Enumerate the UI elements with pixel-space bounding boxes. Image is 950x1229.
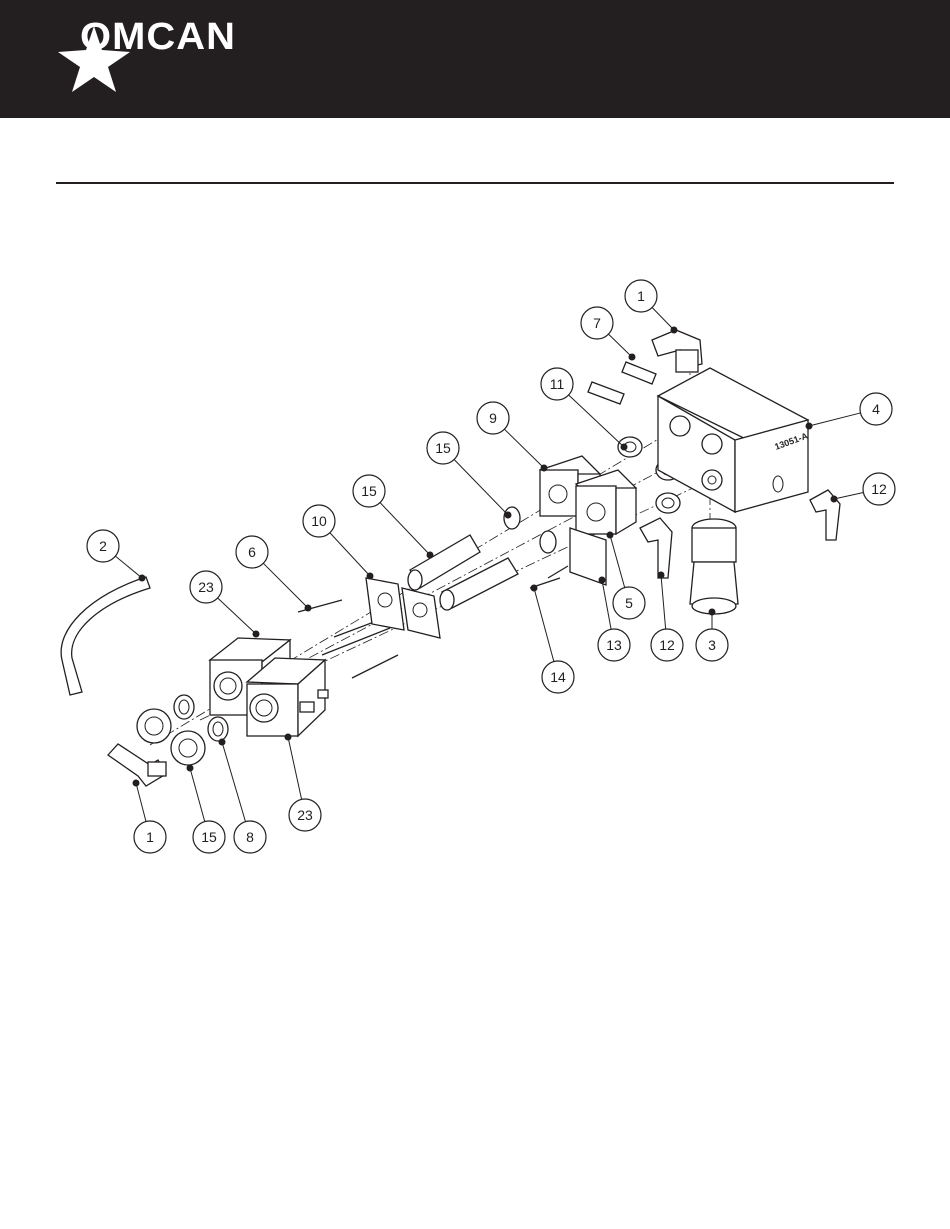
leader-line (610, 535, 625, 588)
callout-c15-c: 15 (187, 765, 226, 854)
leader-dot (599, 577, 606, 584)
leader-line (504, 429, 544, 468)
callout-c14: 14 (531, 585, 575, 694)
leader-line (602, 580, 611, 629)
leader-dot (629, 354, 636, 361)
leader-line (380, 503, 430, 555)
leader-dot (133, 780, 140, 787)
leader-dot (671, 327, 678, 334)
callout-label: 4 (872, 401, 880, 417)
leader-line (330, 533, 370, 576)
leader-dot (187, 765, 194, 772)
knurled-nut-part-front (171, 731, 205, 765)
leader-dot (658, 572, 665, 579)
pin-parts (588, 362, 656, 404)
hose-barb-part (690, 519, 738, 614)
callout-label: 15 (435, 440, 451, 456)
leader-dot (505, 512, 512, 519)
callout-label: 14 (550, 669, 566, 685)
washer-part-front (208, 717, 228, 741)
callout-c4: 4 (806, 393, 893, 430)
callout-c1-top: 1 (625, 280, 678, 334)
callout-c23-top: 23 (190, 571, 260, 638)
callout-c15-b: 15 (353, 475, 434, 559)
leader-line (454, 459, 508, 515)
callout-c3: 3 (696, 609, 728, 662)
leader-line (652, 307, 674, 330)
callout-label: 11 (550, 376, 565, 392)
bracket-screw-parts (530, 566, 568, 588)
page-header: OMCAN (0, 0, 950, 118)
leader-line (222, 742, 245, 822)
bracket-part (570, 528, 606, 585)
leader-dot (531, 585, 538, 592)
leader-line (190, 768, 205, 822)
leader-dot (285, 734, 292, 741)
leader-dot (806, 423, 813, 430)
hose-part (61, 577, 150, 695)
callout-c15-a: 15 (427, 432, 512, 519)
callout-label: 23 (198, 579, 214, 595)
callout-c2: 2 (87, 530, 146, 582)
exploded-parts-diagram: 13051-A 1 7 11 4 9 15 12 15 10 2 6 23 5 13 12 3 14 23 1 15 8 (0, 250, 950, 870)
washer-part-rear (174, 695, 194, 719)
callout-c23-bottom: 23 (285, 734, 322, 832)
knurled-nut-part-rear (137, 709, 171, 743)
callout-label: 7 (593, 315, 601, 331)
leader-dot (621, 444, 628, 451)
leader-dot (219, 739, 226, 746)
leader-dot (831, 496, 838, 503)
callout-label: 10 (311, 513, 327, 529)
callout-label: 13 (606, 637, 622, 653)
barb-elbow-part-bottom (640, 518, 672, 578)
leader-dot (253, 631, 260, 638)
callout-c9: 9 (477, 402, 548, 472)
header-divider (56, 182, 894, 184)
leader-dot (427, 552, 434, 559)
leader-line (534, 588, 554, 662)
mounting-plate-part-rear (366, 578, 404, 630)
leader-dot (139, 575, 146, 582)
leader-line (115, 556, 142, 578)
callout-label: 6 (248, 544, 256, 560)
leader-dot (367, 573, 374, 580)
callout-c1-bottom: 1 (133, 780, 167, 854)
leader-dot (607, 532, 614, 539)
leader-dot (709, 609, 716, 616)
leader-line (136, 783, 146, 822)
callout-label: 5 (625, 595, 633, 611)
callout-label: 15 (361, 483, 377, 499)
callout-label: 1 (146, 829, 154, 845)
callout-c7: 7 (581, 307, 636, 361)
callout-c11: 11 (541, 368, 628, 451)
callout-c12-right: 12 (831, 473, 896, 505)
callout-label: 2 (99, 538, 107, 554)
mounting-plate-part-front (402, 588, 440, 638)
leader-dot (305, 605, 312, 612)
callout-label: 12 (659, 637, 675, 653)
leader-dot (541, 465, 548, 472)
callout-label: 1 (637, 288, 645, 304)
callout-label: 8 (246, 829, 254, 845)
leader-line (288, 737, 302, 799)
manifold-block-part: 13051-A (658, 368, 810, 512)
callout-label: 12 (871, 481, 887, 497)
leader-line (608, 334, 632, 357)
callout-c6: 6 (236, 536, 312, 612)
leader-line (834, 492, 863, 499)
leader-line (263, 563, 308, 608)
brand-name: OMCAN (80, 16, 236, 59)
elbow-fitting-part-top (652, 330, 702, 372)
callout-c12-bottom: 12 (651, 572, 683, 662)
leader-line (661, 575, 666, 629)
leader-line (809, 413, 860, 426)
callout-c10: 10 (303, 505, 374, 580)
callout-label: 15 (201, 829, 217, 845)
callout-label: 3 (708, 637, 716, 653)
leader-line (218, 598, 256, 634)
callout-c8: 8 (219, 739, 267, 854)
callout-c5: 5 (607, 532, 646, 620)
callout-label: 9 (489, 410, 497, 426)
callout-label: 23 (297, 807, 313, 823)
